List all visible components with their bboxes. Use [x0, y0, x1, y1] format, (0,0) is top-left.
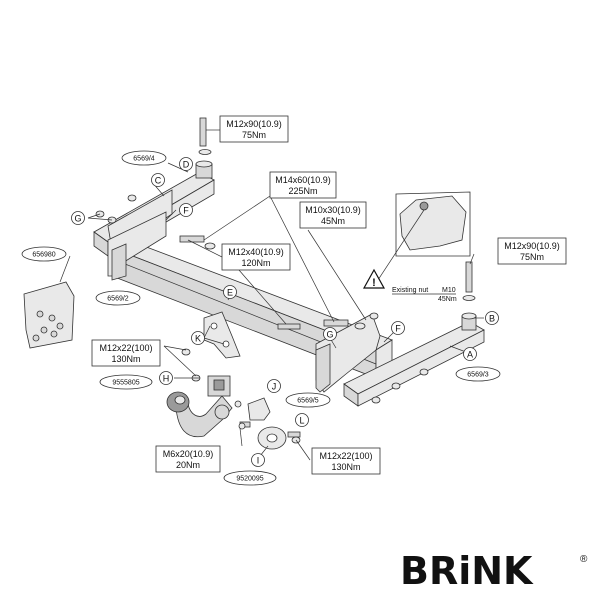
- svg-text:M10: M10: [442, 287, 456, 294]
- part-9520095: 9520095: [223, 470, 277, 486]
- callout-d: D: [179, 157, 193, 171]
- svg-text:K: K: [195, 334, 201, 344]
- callout-l: L: [295, 413, 309, 427]
- callout-g-right: G: [323, 327, 337, 341]
- vehicle-detail-inset: [373, 191, 471, 287]
- svg-text:®: ®: [580, 554, 588, 565]
- svg-text:E: E: [227, 288, 233, 298]
- callout-f-right: F: [391, 321, 405, 335]
- right-mount-plate: [315, 313, 381, 393]
- svg-text:6569/5: 6569/5: [297, 398, 319, 405]
- socket-bracket: [203, 311, 241, 359]
- svg-text:G: G: [326, 330, 333, 340]
- bolts: [95, 117, 476, 444]
- callout-i: I: [251, 453, 265, 467]
- right-side-bracket: [343, 312, 485, 407]
- svg-text:130Nm: 130Nm: [111, 354, 140, 364]
- svg-text:130Nm: 130Nm: [331, 462, 360, 472]
- svg-text:G: G: [74, 214, 81, 224]
- svg-text:C: C: [155, 176, 162, 186]
- j-plate: [247, 397, 271, 421]
- torque-box-m12x22-bottom: M12x22(100) 130Nm: [311, 447, 381, 475]
- svg-text:Existing nut: Existing nut: [392, 287, 428, 294]
- callout-f-left: F: [179, 203, 193, 217]
- svg-text:45Nm: 45Nm: [321, 216, 345, 226]
- part-656980: 656980: [21, 246, 67, 262]
- svg-text:M12x22(100): M12x22(100): [99, 343, 152, 353]
- svg-text:BRiNK: BRiNK: [400, 549, 534, 593]
- svg-text:656980: 656980: [32, 252, 55, 259]
- svg-text:F: F: [395, 324, 401, 334]
- svg-text:!: !: [372, 277, 376, 289]
- brink-logo: BRiNK ®: [400, 549, 588, 593]
- tow-ball-assembly: [166, 375, 233, 438]
- part-6569-5: 6569/5: [285, 392, 331, 408]
- svg-text:6569/2: 6569/2: [107, 296, 129, 303]
- part-6569-3: 6569/3: [455, 366, 501, 382]
- callout-b: B: [485, 311, 499, 325]
- svg-text:M6x20(10.9): M6x20(10.9): [163, 449, 214, 459]
- torque-box-m12x22-left: M12x22(100) 130Nm: [91, 339, 161, 367]
- callout-g-left: G: [71, 211, 85, 225]
- svg-text:6569/3: 6569/3: [467, 372, 489, 379]
- callout-e: E: [223, 285, 237, 299]
- part-9555805: 9555805: [99, 374, 153, 390]
- torque-box-m10x30: M10x30(10.9) 45Nm: [299, 201, 367, 229]
- callout-h: H: [159, 371, 173, 385]
- svg-text:20Nm: 20Nm: [176, 460, 200, 470]
- svg-text:75Nm: 75Nm: [520, 252, 544, 262]
- torque-box-m12x40: M12x40(10.9) 120Nm: [221, 243, 291, 271]
- svg-text:M10x30(10.9): M10x30(10.9): [305, 205, 361, 215]
- svg-text:I: I: [257, 456, 260, 466]
- svg-text:M14x60(10.9): M14x60(10.9): [275, 175, 331, 185]
- torque-box-m14x60: M14x60(10.9) 225Nm: [269, 171, 337, 199]
- torque-box-m12x90-right: M12x90(10.9) 75Nm: [497, 237, 567, 265]
- socket-plate: [257, 426, 287, 450]
- existing-nut-note: Existing nut M10 45Nm: [392, 287, 457, 303]
- torque-box-m6x20: M6x20(10.9) 20Nm: [155, 445, 221, 473]
- svg-text:M12x22(100): M12x22(100): [319, 451, 372, 461]
- part-6569-2: 6569/2: [95, 290, 141, 306]
- svg-text:M12x40(10.9): M12x40(10.9): [228, 247, 284, 257]
- fitting-kit-bag: [23, 281, 75, 349]
- leader-lines: [59, 129, 484, 461]
- svg-text:B: B: [489, 314, 495, 324]
- svg-text:M12x90(10.9): M12x90(10.9): [226, 119, 282, 129]
- svg-text:9555805: 9555805: [112, 380, 139, 387]
- svg-text:75Nm: 75Nm: [242, 130, 266, 140]
- left-mount-plate: [107, 211, 167, 281]
- svg-text:45Nm: 45Nm: [438, 296, 457, 303]
- svg-text:H: H: [163, 374, 170, 384]
- svg-text:A: A: [467, 350, 473, 360]
- callout-c: C: [151, 173, 165, 187]
- svg-text:J: J: [272, 382, 277, 392]
- part-6569-4: 6569/4: [121, 150, 167, 166]
- callout-a: A: [463, 347, 477, 361]
- svg-text:M12x90(10.9): M12x90(10.9): [504, 241, 560, 251]
- warning-icon: !: [362, 268, 386, 289]
- svg-text:9520095: 9520095: [236, 476, 263, 483]
- torque-box-m12x90-top: M12x90(10.9) 75Nm: [219, 115, 289, 143]
- callout-k: K: [191, 331, 205, 345]
- svg-text:6569/4: 6569/4: [133, 156, 155, 163]
- svg-text:F: F: [183, 206, 189, 216]
- svg-text:225Nm: 225Nm: [288, 186, 317, 196]
- callout-j: J: [267, 379, 281, 393]
- svg-text:120Nm: 120Nm: [241, 258, 270, 268]
- svg-text:L: L: [299, 416, 304, 426]
- svg-text:D: D: [183, 160, 190, 170]
